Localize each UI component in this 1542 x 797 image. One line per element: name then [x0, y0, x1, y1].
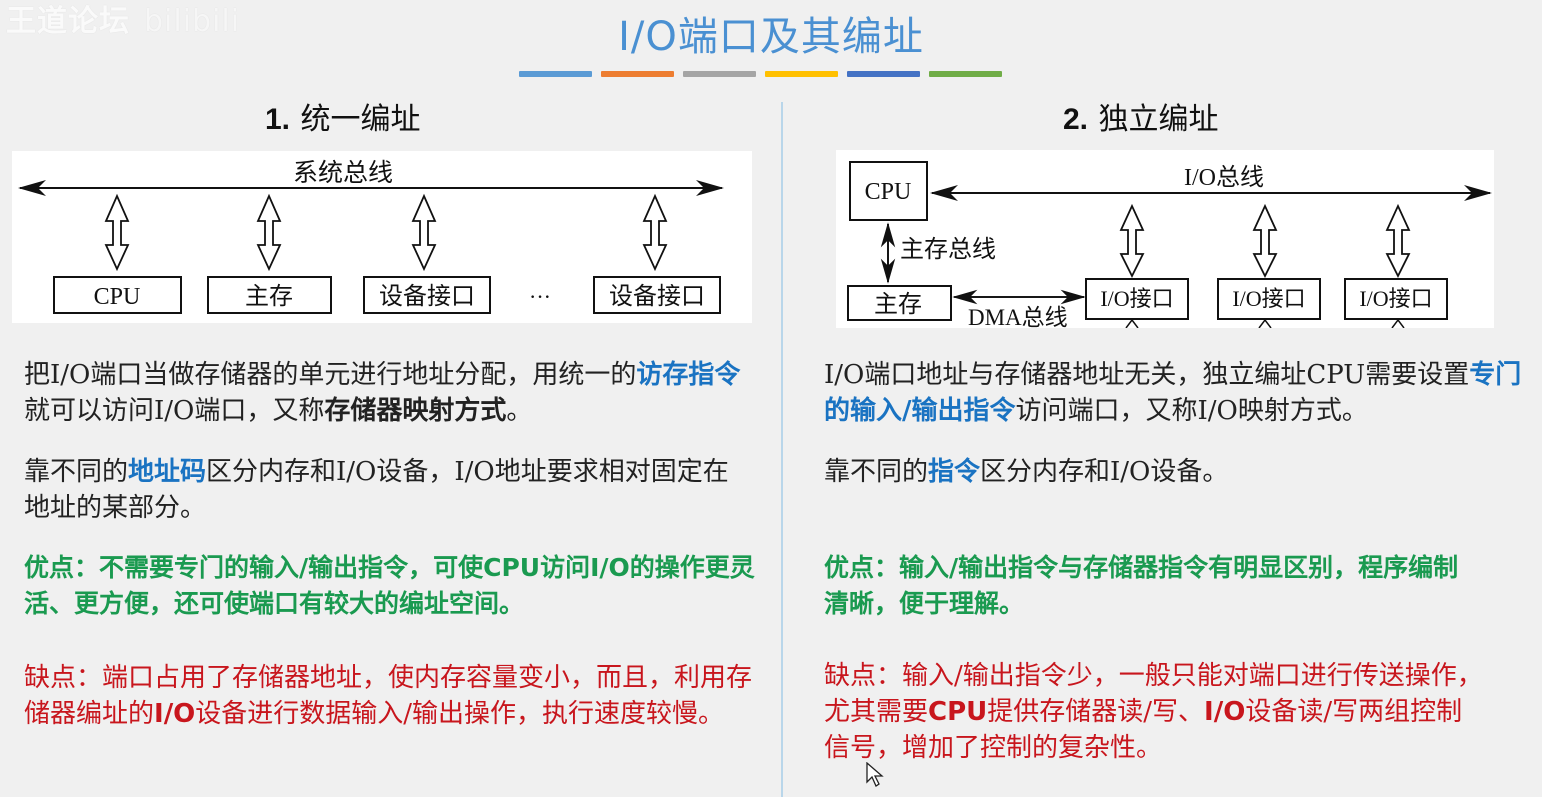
color-bar [929, 71, 1002, 77]
highlight-term: 专门的输入/输出指令 [824, 360, 1522, 426]
color-bars [519, 71, 1002, 77]
cpu-box [53, 276, 182, 314]
memory-bus-label: 主存总线 [900, 236, 996, 263]
text: 设备进行数据输入/输出操作，执行速度较慢。 [195, 699, 725, 729]
highlight-term: 地址码 [128, 457, 207, 487]
text: 靠不同的 [824, 457, 929, 487]
ellipsis: ··· [529, 284, 551, 309]
color-bar [519, 71, 592, 77]
dma-bus-label: DMA总线 [968, 305, 1068, 328]
bidirectional-arrow-icon [256, 193, 282, 272]
watermark-site: bilibili [144, 4, 241, 39]
device-interface-box [363, 276, 491, 314]
cpu-box [849, 161, 928, 221]
left-paragraph-2: 靠不同的地址码区分内存和I/O设备，I/O地址要求相对固定在地址的某部分。 [24, 454, 744, 526]
io-interface-box [1217, 278, 1321, 320]
arrow-stub [1391, 318, 1405, 328]
cpu-label: CPU [865, 179, 912, 205]
highlight-term: 访存指令 [636, 360, 741, 390]
io-interface-label: I/O接口 [1359, 286, 1432, 311]
slide-title: I/O端口及其编址 [618, 14, 924, 60]
text: I/O端口地址与存储器地址无关，独立编址CPU需要设置 [824, 360, 1470, 390]
io-interface-label: I/O接口 [1100, 286, 1173, 311]
bidirectional-arrow-icon [411, 193, 437, 272]
right-heading-text: 独立编址 [1098, 102, 1219, 137]
left-pros: 优点：不需要专门的输入/输出指令，可使CPU访问I/O的操作更灵活、更方便，还可… [24, 553, 755, 618]
left-paragraph-1: 把I/O端口当做存储器的单元进行地址分配，用统一的访存指令就可以访问I/O端口，… [24, 357, 764, 429]
bold-term: I/O [154, 699, 196, 729]
bidirectional-arrow-icon [1385, 203, 1411, 279]
arrow-stub [1258, 318, 1272, 328]
color-bar [683, 71, 756, 77]
independent-addressing-diagram: CPU I/O总线 主存总线 主存 DMA总线 I/O接口 I/O接口 I/O接… [836, 150, 1494, 328]
watermark-brand: 王道论坛 [6, 4, 130, 39]
text: 缺点：输入/输出指令少，一般只能对端口进行传送操作，尤其需要 [824, 661, 1483, 727]
bidirectional-arrow-icon [104, 193, 130, 272]
color-bar [601, 71, 674, 77]
left-heading-number: 1. [265, 103, 291, 136]
text: 把I/O端口当做存储器的单元进行地址分配，用统一的 [24, 360, 637, 390]
system-bus-label: 系统总线 [293, 159, 393, 187]
io-interface-label: I/O接口 [1232, 286, 1305, 311]
highlight-term: 指令 [928, 457, 981, 487]
device-interface-label: 设备接口 [379, 283, 475, 310]
right-paragraph-1: I/O端口地址与存储器地址无关，独立编址CPU需要设置专门的输入/输出指令访问端… [824, 357, 1534, 429]
io-interface-box [1085, 278, 1189, 320]
io-bus-label: I/O总线 [1184, 164, 1264, 191]
unified-addressing-diagram: 系统总线 CPU 主存 设备接口 ··· 设备接口 [12, 151, 752, 323]
text: 就可以访问I/O端口，又称 [24, 396, 325, 426]
bold-term: 存储器映射方式 [324, 396, 507, 426]
right-heading: 2. 独立编址 [1063, 94, 1218, 138]
color-bar [847, 71, 920, 77]
memory-label: 主存 [245, 283, 293, 310]
left-cons: 缺点：端口占用了存储器地址，使内存容量变小，而且，利用存储器编址的I/O设备进行… [24, 660, 776, 732]
memory-label: 主存 [874, 291, 922, 318]
memory-box [847, 285, 952, 321]
text: 设备读/写两组控制信号，增加了控制的复杂性。 [824, 697, 1463, 763]
text: 访问端口，又称I/O映射方式。 [1015, 396, 1368, 426]
memory-box [207, 276, 332, 314]
bold-term: CPU [928, 697, 988, 727]
left-heading-text: 统一编址 [300, 102, 421, 137]
mouse-cursor-icon [866, 762, 884, 787]
left-heading: 1. 统一编址 [265, 94, 420, 138]
device-interface-label: 设备接口 [609, 283, 705, 310]
watermark: 王道论坛 bilibili [6, 0, 240, 40]
right-paragraph-2: 靠不同的指令区分内存和I/O设备。 [824, 454, 1534, 490]
device-interface-box [593, 276, 721, 314]
text: 区分内存和I/O设备。 [980, 457, 1229, 487]
text: 靠不同的 [24, 457, 129, 487]
bidirectional-arrow-icon [642, 193, 668, 272]
column-divider [781, 102, 783, 797]
right-pros: 优点：输入/输出指令与存储器指令有明显区别，程序编制清晰，便于理解。 [824, 553, 1459, 618]
cpu-label: CPU [94, 284, 141, 310]
right-cons: 缺点：输入/输出指令少，一般只能对端口进行传送操作，尤其需要CPU提供存储器读/… [824, 658, 1484, 766]
color-bar [765, 71, 838, 77]
bold-term: I/O [1204, 697, 1246, 727]
text: 区分内存和I/O设备，I/O地址要求相对固定在地址的某部分。 [24, 457, 729, 523]
arrow-stub [1125, 318, 1139, 328]
bidirectional-arrow-icon [1252, 203, 1278, 279]
right-heading-number: 2. [1063, 103, 1089, 136]
text: 。 [506, 396, 533, 426]
io-interface-box [1344, 278, 1448, 320]
text: 提供存储器读/写、 [987, 697, 1205, 727]
text: 缺点：端口占用了存储器地址，使内存容量变小，而且，利用存储器编址的 [24, 663, 753, 729]
bidirectional-arrow-icon [1119, 203, 1145, 279]
